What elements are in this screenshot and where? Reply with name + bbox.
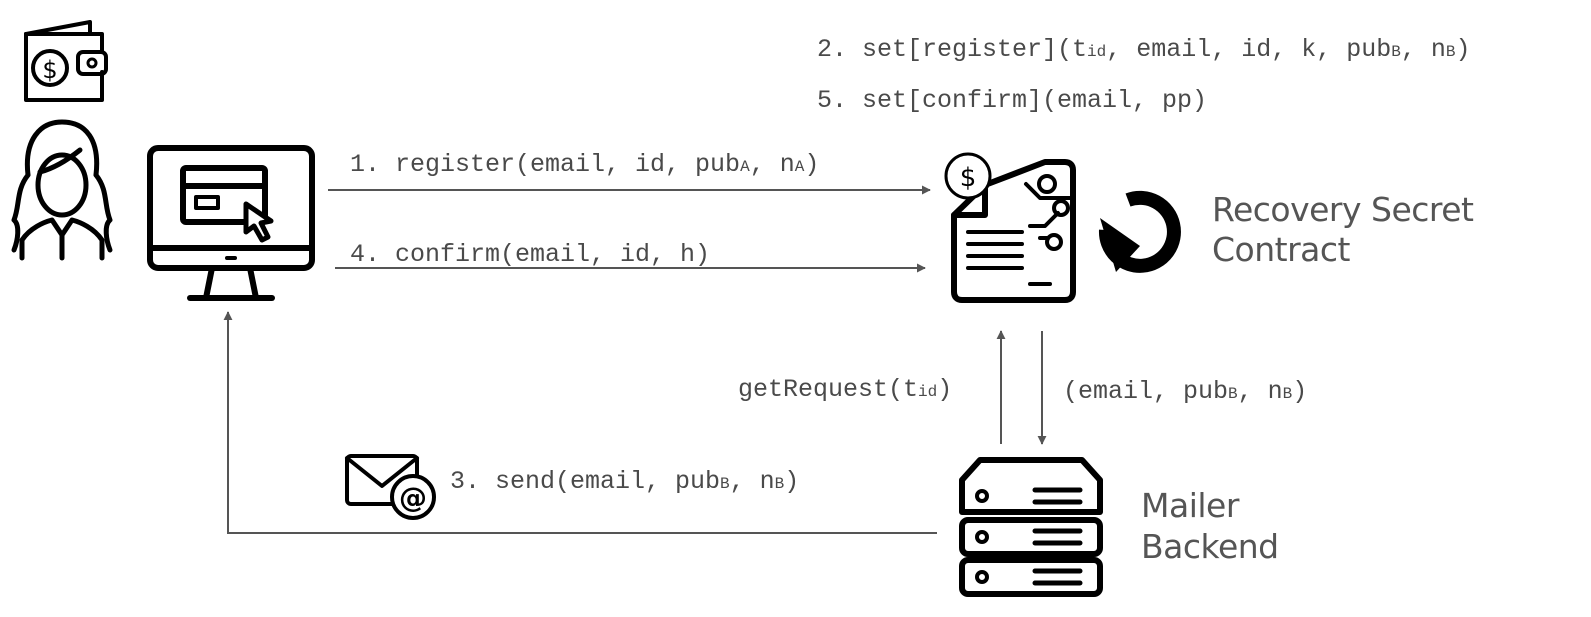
message-set-confirm: 5. set[confirm](email, pp) (817, 86, 1207, 115)
server-icon (959, 457, 1103, 597)
arrow-send (223, 311, 937, 534)
contract-label-line1: Recovery Secret (1212, 190, 1474, 229)
message-send: 3. send(email, pubB, nB) (450, 467, 799, 496)
svg-text:$: $ (42, 56, 57, 84)
message-get-request: getRequest(tid) (738, 375, 952, 404)
email-icon: @ (345, 454, 436, 520)
svg-text:@: @ (399, 481, 427, 514)
wallet-icon: $ (24, 20, 108, 102)
refresh-icon (1098, 190, 1181, 273)
smart-contract-icon: $ (944, 152, 1076, 303)
message-confirm: 4. confirm(email, id, h) (350, 240, 710, 269)
message-register: 1. register(email, id, pubA, nA) (350, 150, 819, 179)
contract-label-line2: Contract (1212, 230, 1351, 269)
message-set-register: 2. set[register](tid, email, id, k, pubB… (817, 35, 1471, 64)
svg-text:$: $ (960, 163, 977, 193)
mailer-label-line1: Mailer (1141, 486, 1240, 525)
message-response: (email, pubB, nB) (1063, 377, 1307, 406)
computer-icon (147, 145, 315, 301)
user-icon (11, 119, 113, 261)
mailer-label-line2: Backend (1141, 527, 1279, 566)
